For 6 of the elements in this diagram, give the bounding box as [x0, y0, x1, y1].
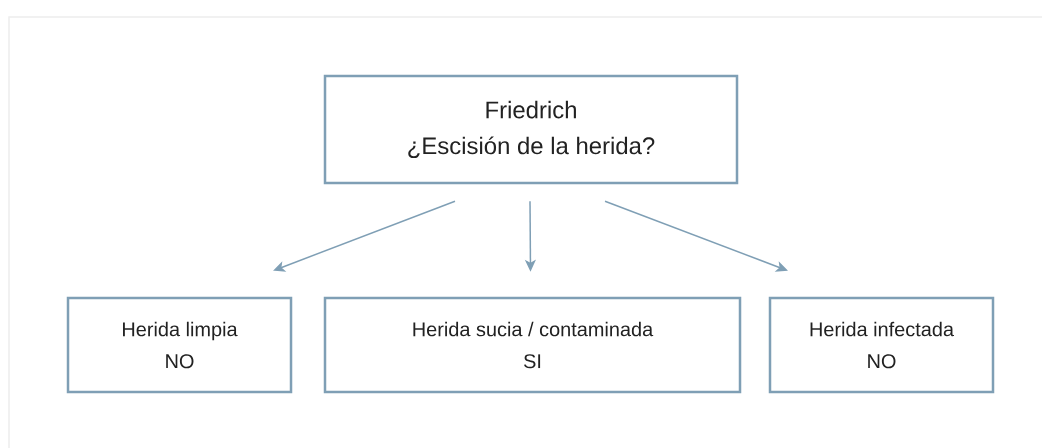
- process-box: Herida infectada NO: [768, 296, 995, 394]
- process-box: Herida limpia NO: [66, 296, 293, 394]
- process-box: Herida sucia / contaminada SI: [323, 296, 742, 394]
- arrow: [273, 200, 456, 272]
- process-box: Friedrich ¿Escisión de la herida?: [323, 74, 739, 185]
- arrow: [604, 200, 788, 272]
